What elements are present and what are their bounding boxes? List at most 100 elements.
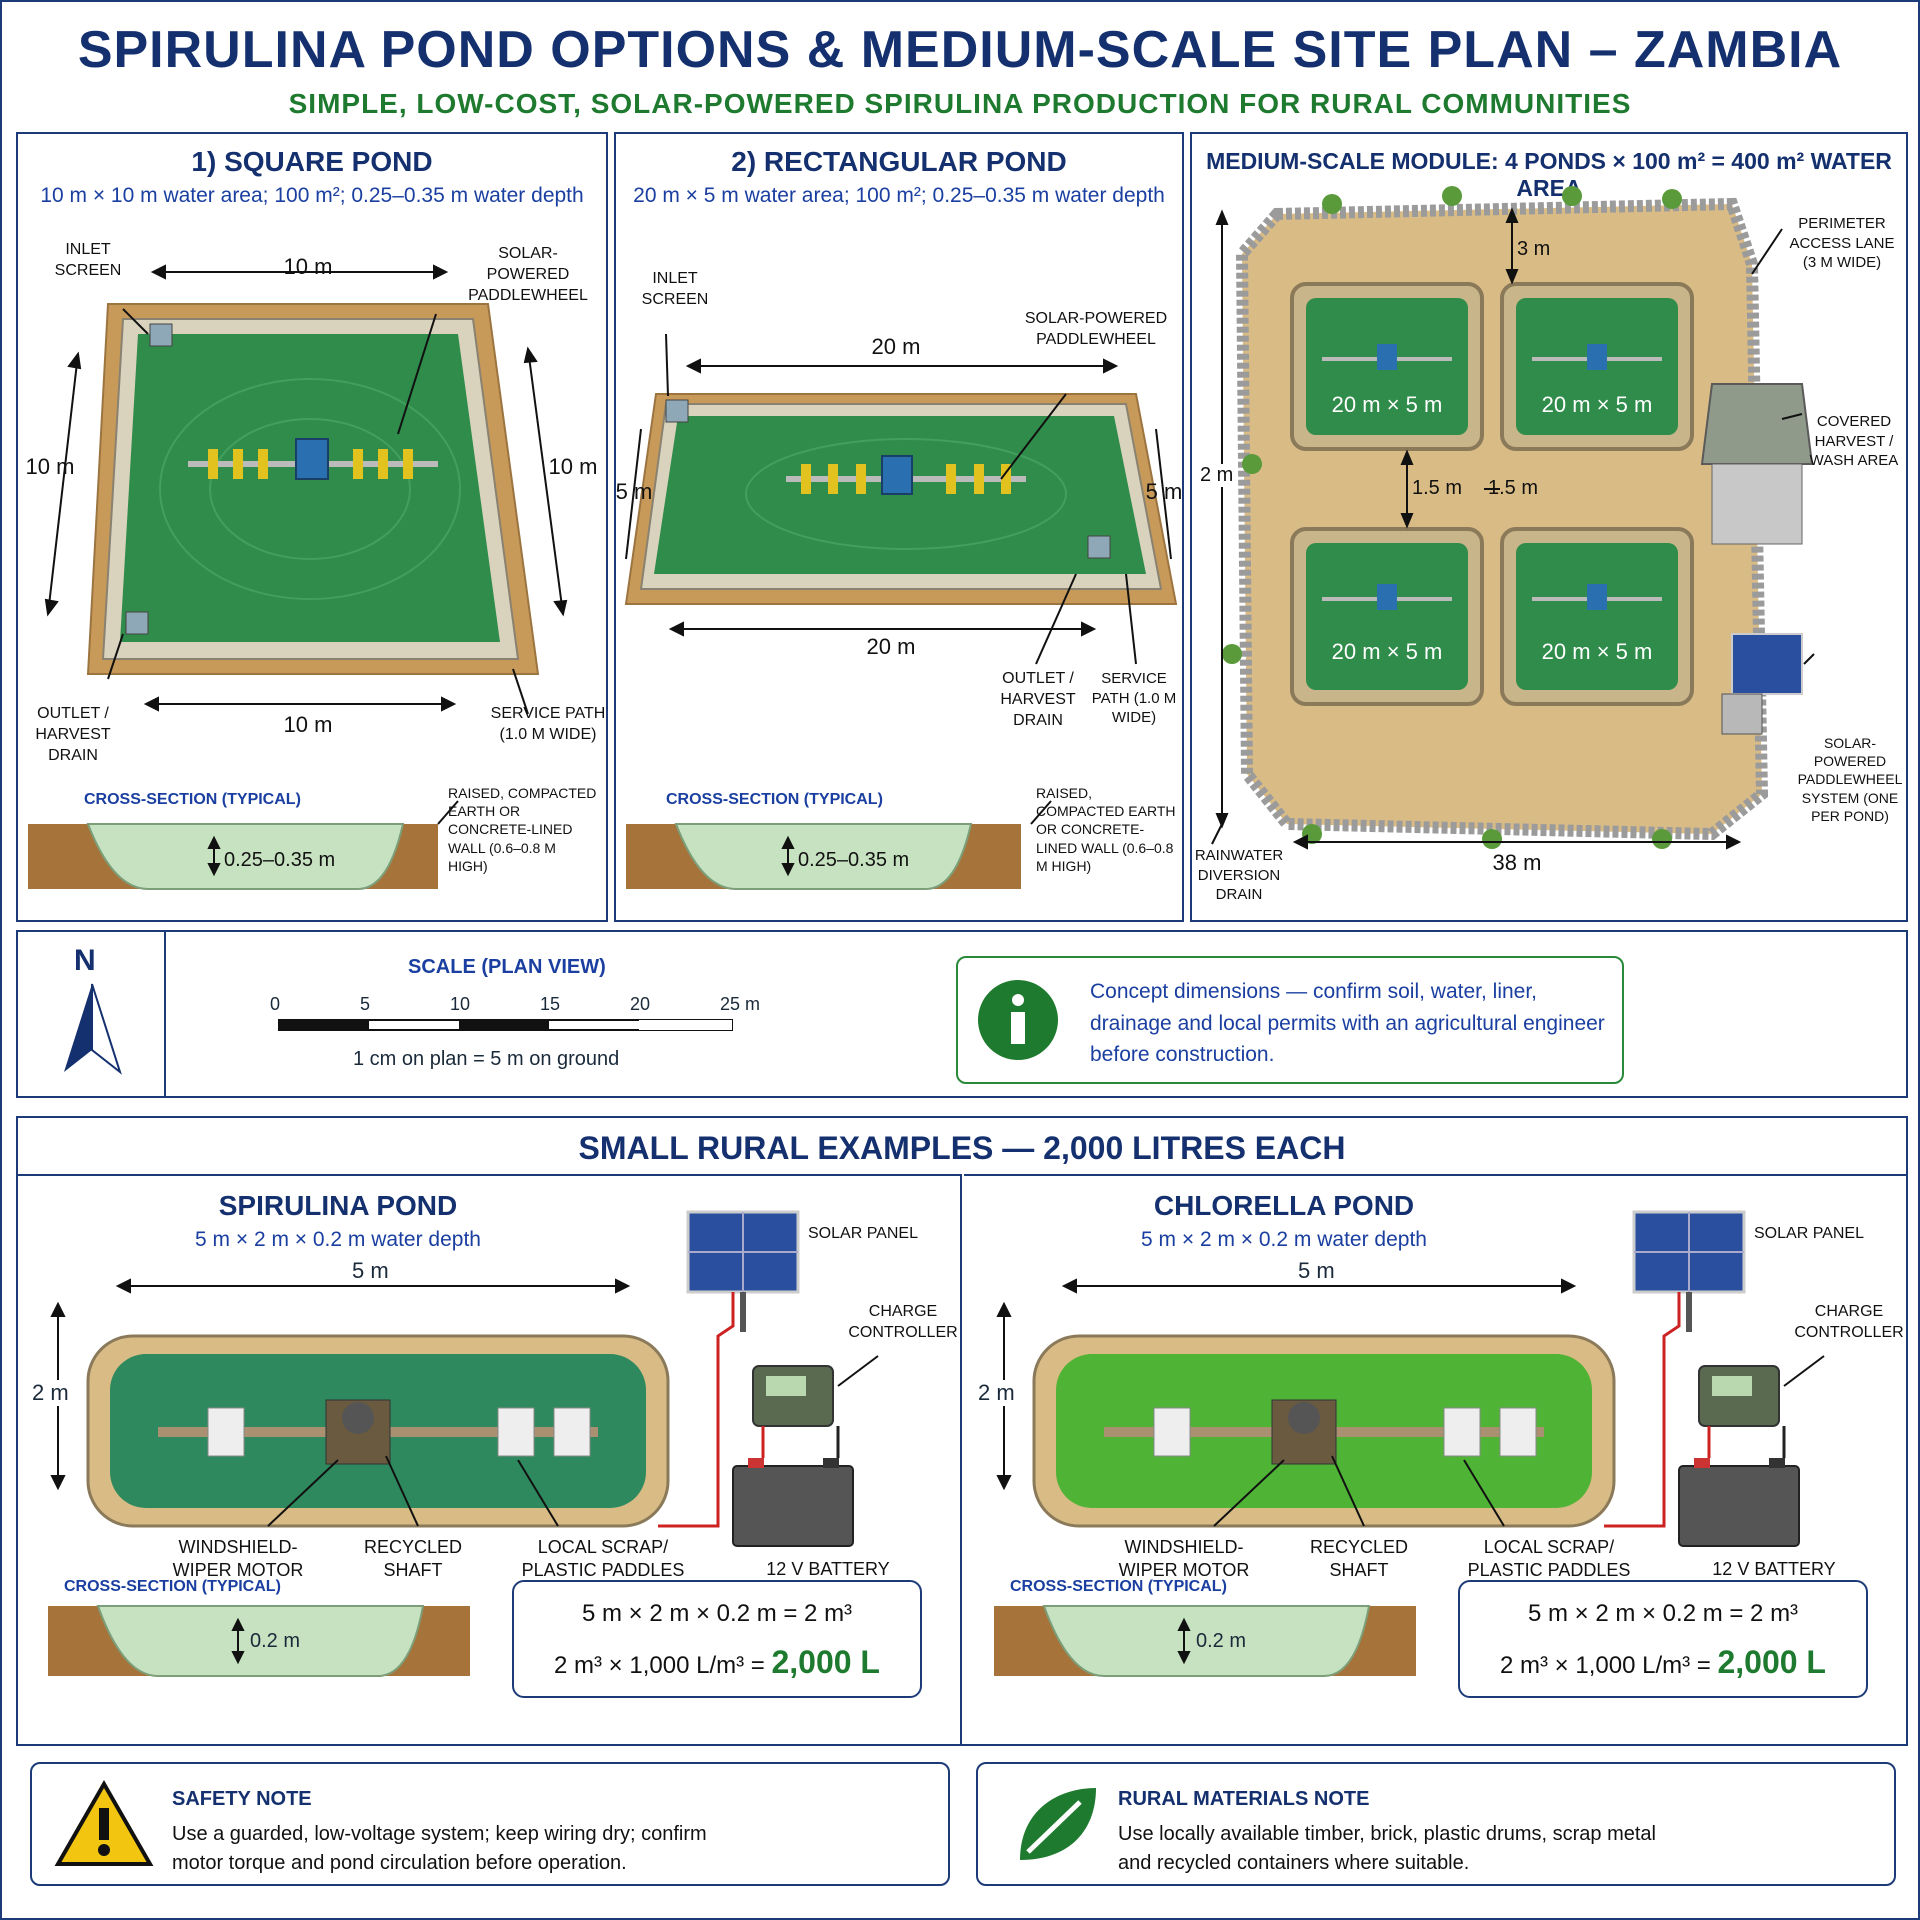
dim-left: 10 m	[25, 454, 75, 479]
scale-tick-label: 15	[540, 994, 561, 1014]
service-path-label: SERVICE PATH (1.0 m WIDE)	[490, 705, 606, 743]
paddlewheel-label: SOLAR-POWERED PADDLEWHEEL	[1024, 310, 1168, 348]
volume-result: 2,000 L	[1717, 1644, 1826, 1680]
chlorella-example: CHLORELLA POND 5 m × 2 m × 0.2 m water d…	[964, 1174, 1906, 1744]
motor-label: WINDSHIELD- WIPER MOTOR	[172, 1537, 304, 1581]
inlet-screen-label: INLET SCREEN	[54, 241, 122, 279]
materials-title: RURAL MATERIALS NOTE	[1118, 1788, 1370, 1810]
equation-line-1: 5 m × 2 m × 0.2 m = 2 m³	[1527, 1600, 1799, 1627]
scale-title: SCALE (PLAN VIEW)	[408, 956, 606, 978]
outlet-label: OUTLET / HARVEST DRAIN	[35, 705, 111, 764]
paddles-label: LOCAL SCRAP/ PLASTIC PADDLES	[1467, 1537, 1631, 1581]
dim-width-label: 5 m	[1294, 1258, 1339, 1284]
equation-line-1: 5 m × 2 m × 0.2 m = 2 m³	[581, 1600, 853, 1627]
panel-title: 2) RECTANGULAR POND	[731, 146, 1067, 177]
rectangular-pond-panel: 2) RECTANGULAR POND 20 m × 5 m water are…	[614, 132, 1184, 922]
info-icon	[978, 980, 1058, 1060]
rainwater-drain-label: RAINWATER DIVERSION DRAIN	[1194, 847, 1284, 903]
harvest-area-label: COVERED HARVEST / WASH AREA	[1809, 413, 1899, 469]
outlet-label: OUTLET / HARVEST DRAIN	[1000, 670, 1076, 729]
wall-label: RAISED, COMPACTED EARTH OR CONCRETE-LINE…	[448, 785, 597, 874]
spirulina-example: SPIRULINA POND 5 m × 2 m × 0.2 m water d…	[18, 1174, 962, 1744]
dim-bottom: 20 m	[866, 634, 916, 659]
paddles-label: LOCAL SCRAP/ PLASTIC PADDLES	[521, 1537, 685, 1581]
inlet-screen-label: INLET SCREEN	[641, 270, 709, 308]
dim-width-label: 5 m	[348, 1258, 393, 1284]
paddlewheel-label: SOLAR-POWERED PADDLEWHEEL	[468, 245, 588, 304]
scale-tick-label: 25 m	[720, 994, 761, 1014]
panel-subtitle: 10 m × 10 m water area; 100 m²; 0.25–0.3…	[40, 184, 584, 207]
depth-label: 0.2 m	[250, 1630, 301, 1652]
solar-panel-label: SOLAR PANEL	[808, 1225, 918, 1242]
north-arrow-box: N	[18, 932, 166, 1096]
service-path-label: SERVICE PATH (1.0 m WIDE)	[1091, 670, 1177, 726]
motor-label: WINDSHIELD- WIPER MOTOR	[1118, 1537, 1250, 1581]
wall-label: RAISED, COMPACTED EARTH OR CONCRETE-LINE…	[1036, 785, 1176, 874]
equation-line-2: 2 m³ × 1,000 L/m³ = 2,000 L	[1460, 1644, 1866, 1681]
example-drawing	[994, 1210, 1825, 1677]
example-subtitle: 5 m × 2 m × 0.2 m water depth	[1141, 1228, 1427, 1251]
page-title: SPIRULINA POND OPTIONS & MEDIUM-SCALE SI…	[77, 21, 1843, 79]
shaft-label: RECYCLED SHAFT	[1309, 1537, 1409, 1581]
dim-top: 20 m	[871, 334, 921, 359]
scale-note: 1 cm on plan = 5 m on ground	[353, 1048, 620, 1070]
shaft-label: RECYCLED SHAFT	[363, 1537, 463, 1581]
dim-bottom: 10 m	[283, 712, 333, 737]
dim-height-label: 2 m	[32, 1380, 69, 1406]
north-label: N	[74, 944, 96, 977]
panel-title: MEDIUM-SCALE MODULE: 4 PONDS × 100 m² = …	[1206, 148, 1892, 201]
legend-strip: N SCALE (PLAN VIEW) 1 cm on plan = 5 m o…	[16, 930, 1908, 1098]
volume-equation: 5 m × 2 m × 0.2 m = 2 m³ 2 m³ × 1,000 L/…	[1458, 1580, 1868, 1698]
volume-result: 2,000 L	[771, 1644, 880, 1680]
pond-1-label: 20 m × 5 m	[1331, 392, 1443, 417]
example-drawing	[48, 1210, 879, 1677]
equation-line-2-text: 2 m³ × 1,000 L/m³ =	[1500, 1652, 1711, 1679]
scale-tick-label: 20	[630, 994, 651, 1014]
example-subtitle: 5 m × 2 m × 0.2 m water depth	[195, 1228, 481, 1251]
dim-height-label: 2 m	[978, 1380, 1015, 1406]
pond-2-label: 20 m × 5 m	[1541, 392, 1653, 417]
site-plan-drawing	[1211, 186, 1815, 850]
gap-2-label: 1.5 m	[1488, 477, 1539, 499]
solar-panel-label: SOLAR PANEL	[1754, 1225, 1864, 1242]
safety-text: Use a guarded, low-voltage system; keep …	[172, 1823, 707, 1874]
info-text: Concept dimensions — confirm soil, water…	[1090, 980, 1605, 1066]
cross-section-label: CROSS-SECTION (TYPICAL)	[1010, 1578, 1227, 1595]
materials-text: Use locally available timber, brick, pla…	[1118, 1823, 1656, 1874]
pond-3-label: 20 m × 5 m	[1331, 639, 1443, 664]
equation-line-2: 2 m³ × 1,000 L/m³ = 2,000 L	[514, 1644, 920, 1681]
battery-label: 12 V BATTERY	[1712, 1559, 1836, 1579]
square-pond-panel: 1) SQUARE POND 10 m × 10 m water area; 1…	[16, 132, 608, 922]
scale-tick-label: 5	[360, 994, 371, 1014]
dim-right: 5 m	[1145, 479, 1183, 504]
medium-scale-module-panel: MEDIUM-SCALE MODULE: 4 PONDS × 100 m² = …	[1190, 132, 1908, 922]
dim-left-label: 2 m	[1200, 464, 1234, 487]
battery-label: 12 V BATTERY	[766, 1559, 890, 1579]
safety-note: SAFETY NOTE Use a guarded, low-voltage s…	[30, 1762, 950, 1886]
panel-title: 1) SQUARE POND	[191, 146, 433, 177]
equation-line-2-text: 2 m³ × 1,000 L/m³ =	[554, 1652, 765, 1679]
small-examples-panel: SMALL RURAL EXAMPLES — 2,000 LITRES EACH…	[16, 1116, 1908, 1746]
materials-note: RURAL MATERIALS NOTE Use locally availab…	[976, 1762, 1896, 1886]
access-lane-label: PERIMETER ACCESS LANE (3 m WIDE)	[1789, 215, 1895, 271]
cross-section-label: CROSS-SECTION (TYPICAL)	[666, 791, 883, 808]
safety-title: SAFETY NOTE	[172, 1788, 312, 1810]
gap-top-label: 3 m	[1517, 238, 1551, 260]
pond-4-label: 20 m × 5 m	[1541, 639, 1653, 664]
example-title: SPIRULINA POND	[218, 1190, 458, 1221]
volume-equation: 5 m × 2 m × 0.2 m = 2 m³ 2 m³ × 1,000 L/…	[512, 1580, 922, 1698]
leaf-icon	[1020, 1788, 1096, 1860]
charge-controller-label: CHARGE CONTROLLER	[1794, 1303, 1904, 1341]
example-title: CHLORELLA POND	[1153, 1190, 1415, 1221]
rectangular-pond-drawing	[624, 333, 1178, 890]
gap-1-label: 1.5 m	[1412, 477, 1463, 499]
charge-controller-label: CHARGE CONTROLLER	[848, 1303, 958, 1341]
panel-subtitle: 20 m × 5 m water area; 100 m²; 0.25–0.35…	[633, 184, 1165, 207]
page-subtitle: SIMPLE, LOW-COST, SOLAR-POWERED SPIRULIN…	[288, 88, 1632, 119]
cross-section-label: CROSS-SECTION (TYPICAL)	[84, 791, 301, 808]
small-examples-title: SMALL RURAL EXAMPLES — 2,000 LITRES EACH	[578, 1130, 1346, 1166]
north-arrow-icon	[64, 983, 122, 1075]
scale-tick-label: 10	[450, 994, 471, 1014]
info-box: Concept dimensions — confirm soil, water…	[956, 956, 1624, 1084]
